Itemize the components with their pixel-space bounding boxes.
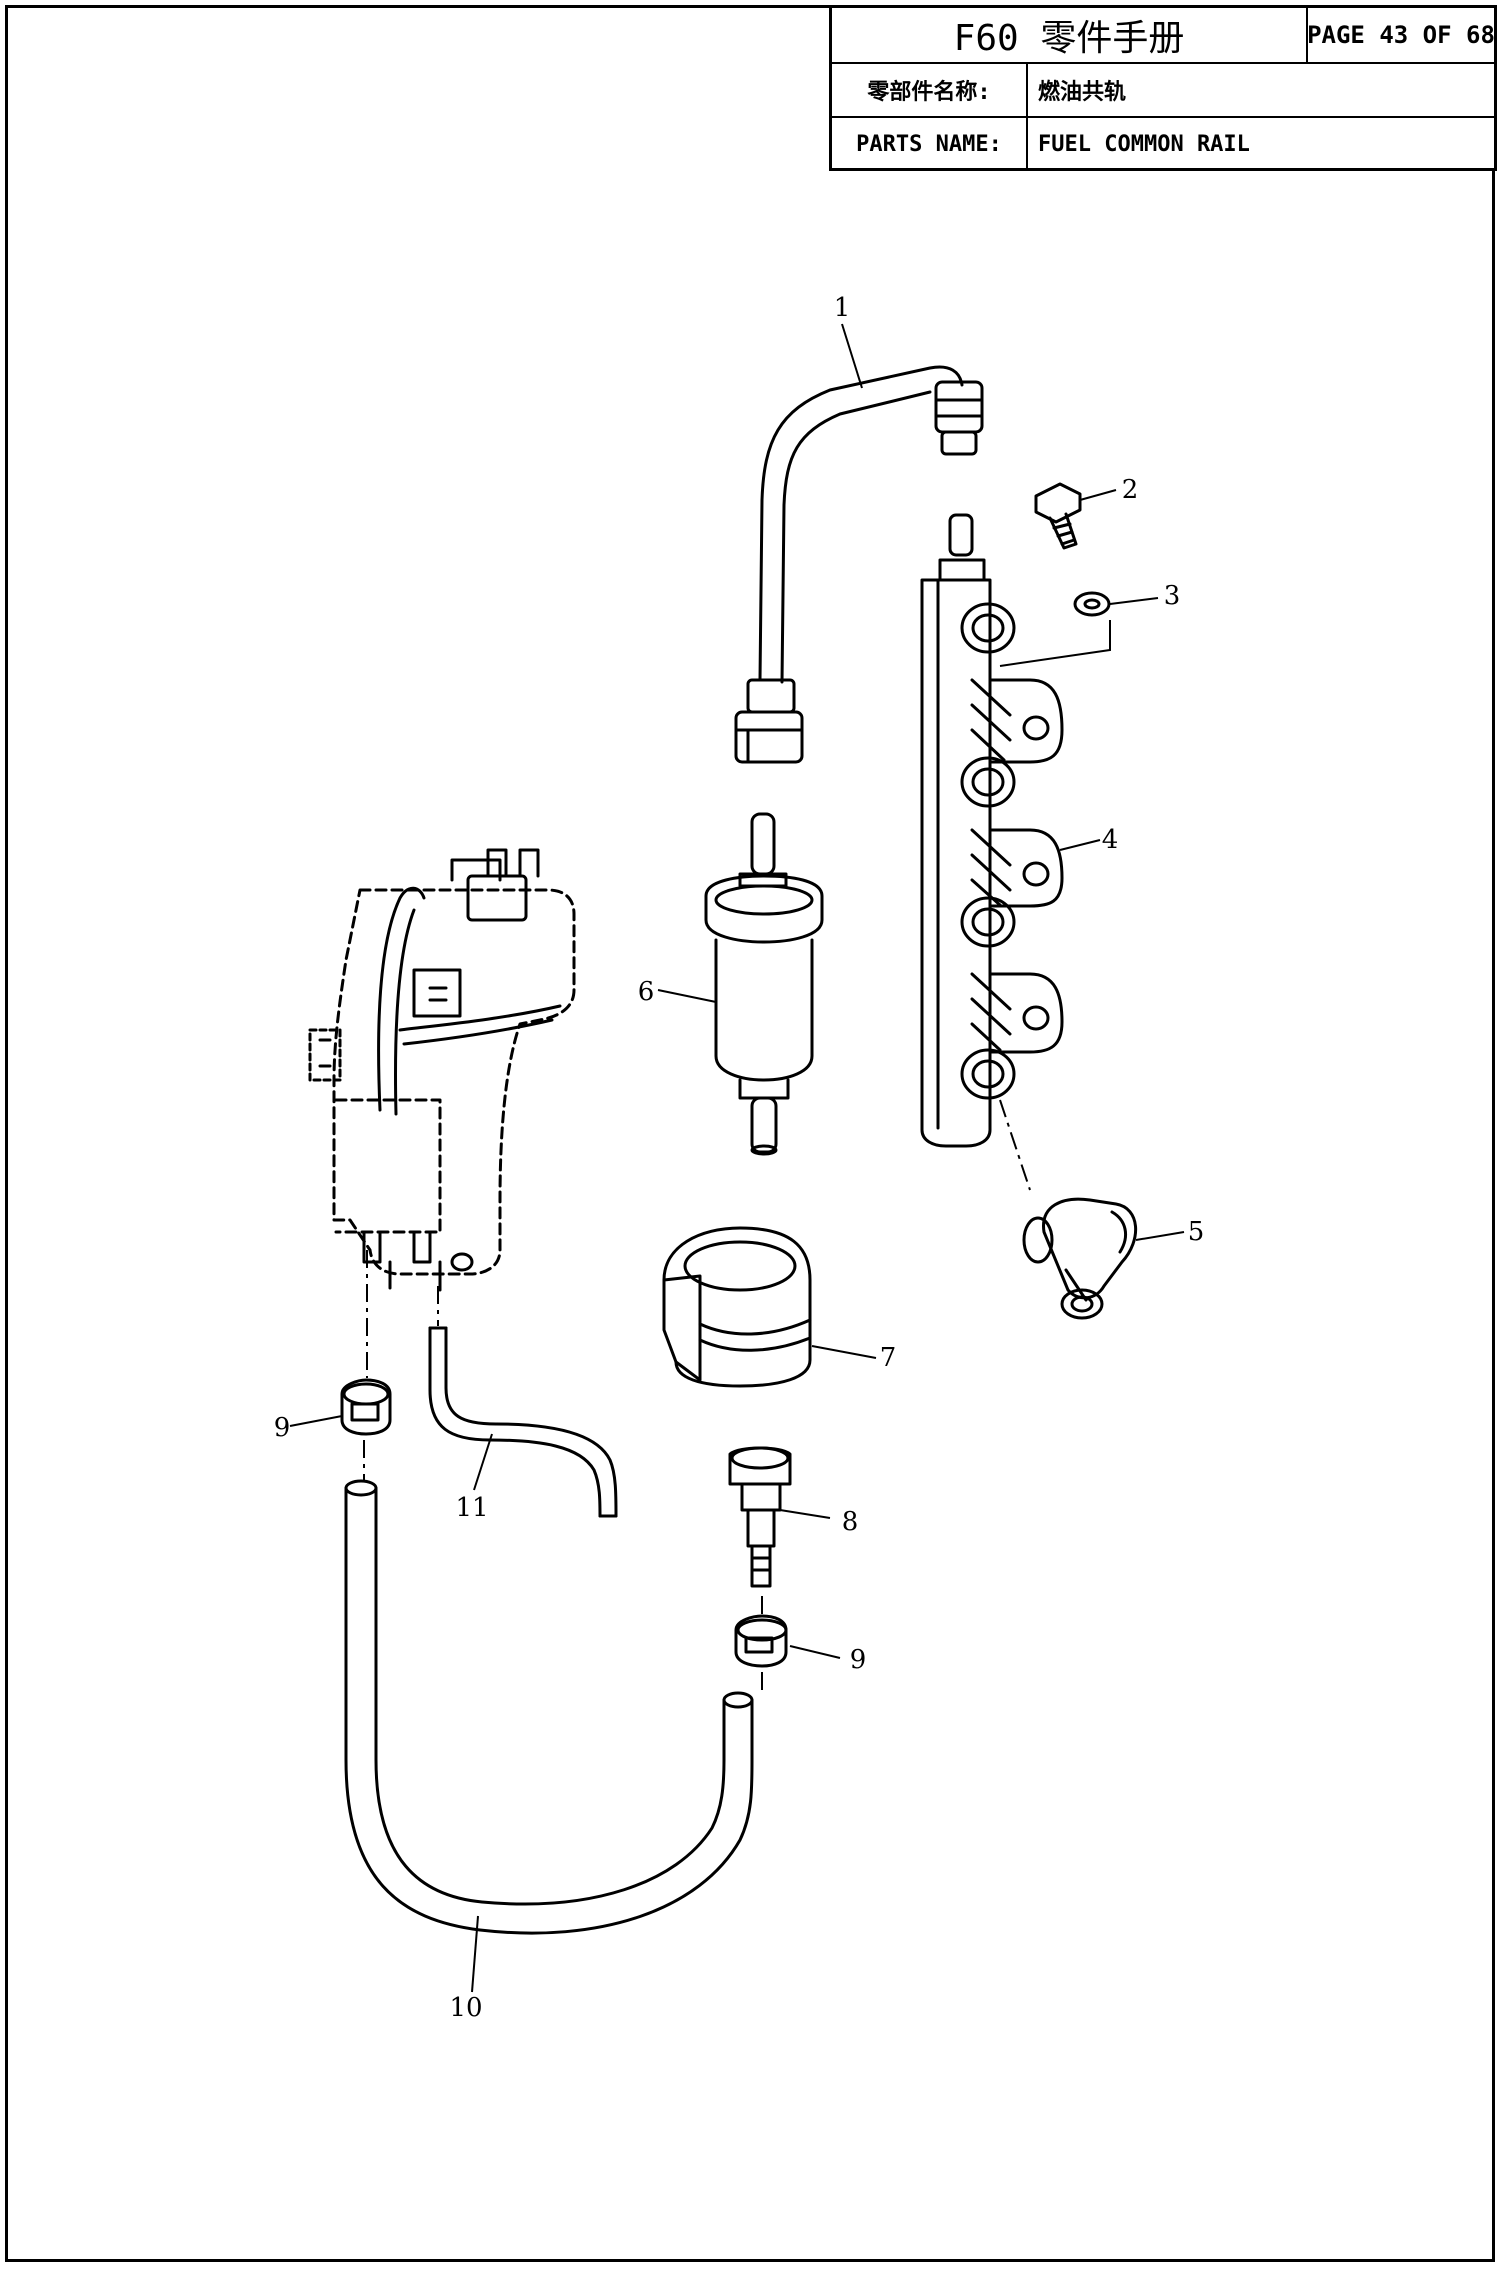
fuel-tank-assembly — [308, 848, 576, 1292]
callout-11: 11 — [455, 1493, 488, 1523]
callout-1: 1 — [834, 293, 851, 323]
drawing-border — [5, 5, 1495, 2262]
part-11-return-hose — [428, 1326, 618, 1518]
part-9-hose-clamp-upper — [340, 1378, 392, 1436]
part-3-washer — [1073, 591, 1111, 617]
leader-lines — [289, 323, 1185, 1993]
callout-7: 7 — [880, 1343, 897, 1373]
cn-name-label: 零部件名称: — [832, 64, 1028, 116]
callout-9-upper: 9 — [274, 1413, 291, 1443]
part-8-quick-connector — [728, 1446, 792, 1588]
en-name-label: PARTS NAME: — [832, 118, 1028, 171]
part-5-elbow-connector — [1022, 1197, 1137, 1320]
manual-title: F60 零件手册 — [832, 8, 1308, 62]
part-4-fuel-rail — [920, 513, 1064, 1148]
en-name-row: PARTS NAME: FUEL COMMON RAIL — [832, 118, 1494, 171]
part-1-fuel-hose — [734, 365, 984, 764]
title-row: F60 零件手册 PAGE 43 OF 68 — [832, 8, 1494, 64]
part-7-mounting-clip — [662, 1226, 812, 1388]
callout-3: 3 — [1164, 581, 1181, 611]
callout-10: 10 — [449, 1993, 482, 2023]
part-2-bolt — [1034, 482, 1082, 550]
callout-8: 8 — [842, 1507, 859, 1537]
callout-9-lower: 9 — [850, 1645, 867, 1675]
callout-5: 5 — [1188, 1217, 1205, 1247]
part-9-hose-clamp-lower — [734, 1614, 788, 1668]
part-6-fuel-filter — [704, 812, 824, 1156]
callout-2: 2 — [1122, 475, 1139, 505]
page-number: PAGE 43 OF 68 — [1308, 21, 1494, 49]
callout-4: 4 — [1102, 825, 1119, 855]
cn-name-value: 燃油共轨 — [1038, 80, 1127, 105]
en-name-value: FUEL COMMON RAIL — [1038, 132, 1250, 157]
title-block: F60 零件手册 PAGE 43 OF 68 零部件名称: 燃油共轨 PARTS… — [829, 5, 1497, 171]
assembly-centerlines — [363, 1099, 1031, 1694]
part-10-fuel-hose — [344, 1479, 754, 1935]
callout-6: 6 — [638, 977, 655, 1007]
cn-name-row: 零部件名称: 燃油共轨 — [832, 64, 1494, 118]
